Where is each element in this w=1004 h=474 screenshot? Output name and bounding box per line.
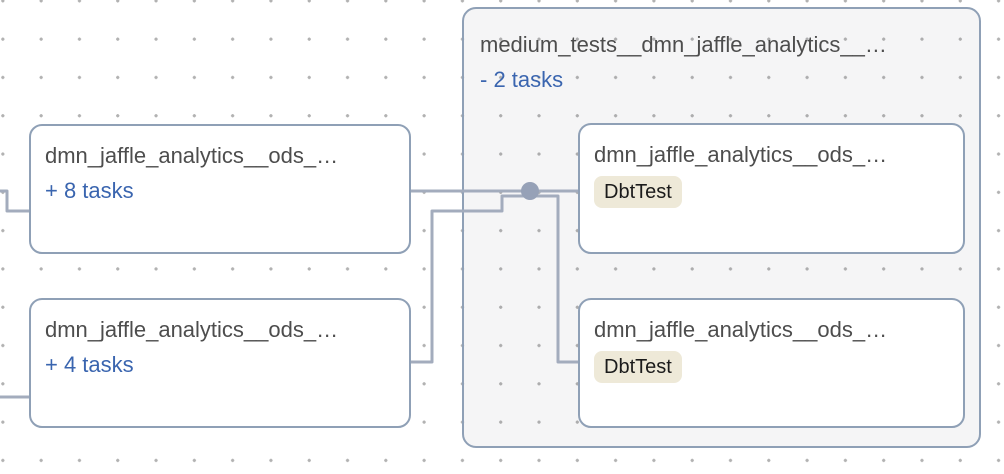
task-node-upstream-1[interactable]: dmn_jaffle_analytics__ods_… + 8 tasks <box>29 124 411 254</box>
operator-badge: DbtTest <box>594 351 682 383</box>
task-node-child-2[interactable]: dmn_jaffle_analytics__ods_… DbtTest <box>578 298 965 428</box>
task-node-title: dmn_jaffle_analytics__ods_… <box>594 317 888 342</box>
task-node-upstream-2[interactable]: dmn_jaffle_analytics__ods_… + 4 tasks <box>29 298 411 428</box>
edge-incoming-upstream-1 <box>0 189 29 213</box>
task-group-expand-toggle[interactable]: + 8 tasks <box>45 178 134 203</box>
task-group-collapse-toggle[interactable]: - 2 tasks <box>480 67 564 92</box>
task-group-expand-toggle[interactable]: + 4 tasks <box>45 352 134 377</box>
task-node-child-1[interactable]: dmn_jaffle_analytics__ods_… DbtTest <box>578 123 965 254</box>
operator-badge: DbtTest <box>594 176 682 208</box>
task-group-header: medium_tests__dmn_jaffle_analytics__… - … <box>464 9 979 93</box>
task-node-title: dmn_jaffle_analytics__ods_… <box>594 142 888 167</box>
task-group-title: medium_tests__dmn_jaffle_analytics__… <box>480 32 887 57</box>
task-node-title: dmn_jaffle_analytics__ods_… <box>45 143 339 168</box>
task-node-title: dmn_jaffle_analytics__ods_… <box>45 317 339 342</box>
